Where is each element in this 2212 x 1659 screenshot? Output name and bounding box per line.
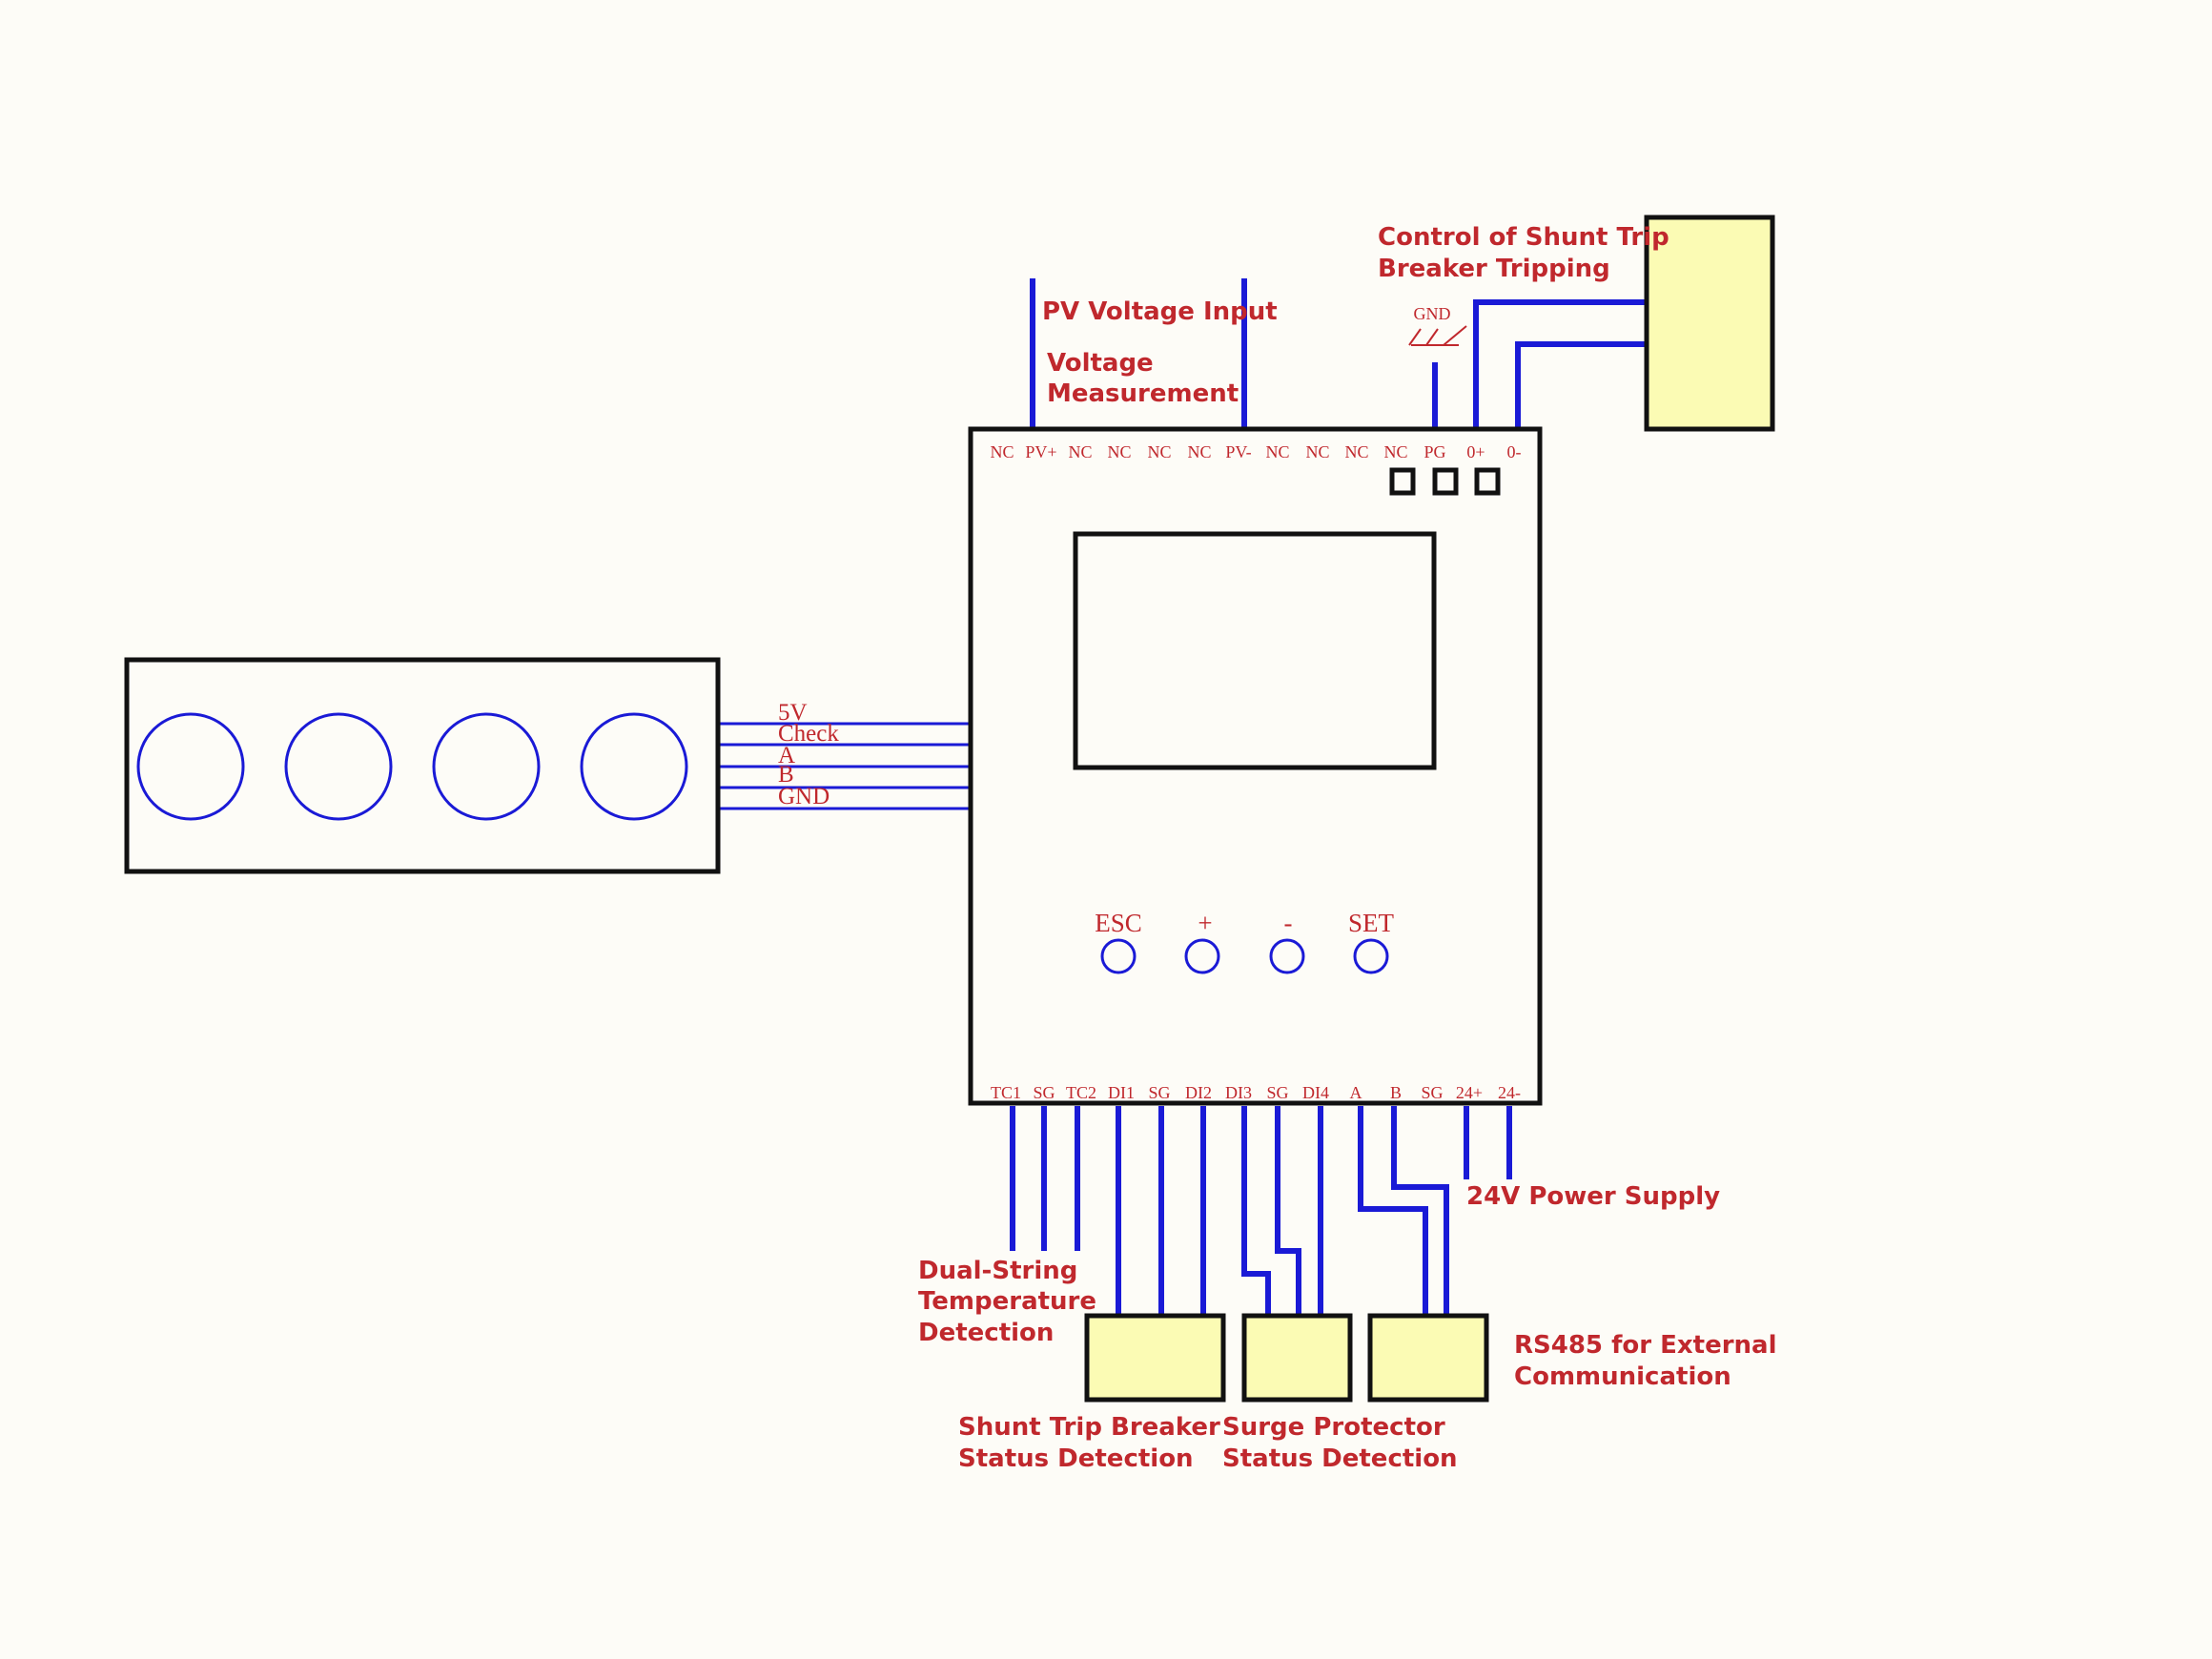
shunt-trip-status-label: Status Detection <box>958 1444 1194 1473</box>
top-terminal-label: NC <box>1344 442 1368 461</box>
dual-string-temperature-label: Detection <box>918 1319 1054 1347</box>
bottom-terminal-label: 24+ <box>1456 1083 1483 1102</box>
bottom-terminal-label: SG <box>1421 1083 1443 1102</box>
minus-button-label: - <box>1284 909 1293 937</box>
gnd-label: GND <box>1414 304 1451 323</box>
voltage-measurement-label: Voltage <box>1047 349 1154 378</box>
display-digit-3 <box>432 712 541 821</box>
plus-button-label: + <box>1198 909 1212 937</box>
top-terminal-label: NC <box>1107 442 1131 461</box>
dual-string-temperature-label: Dual-String <box>918 1257 1077 1285</box>
rs485-label: RS485 for External <box>1514 1331 1777 1360</box>
voltage-measurement-label: Measurement <box>1047 379 1239 408</box>
esc-button <box>1100 938 1137 974</box>
bottom-terminal-label: SG <box>1033 1083 1055 1102</box>
set-button <box>1353 938 1389 974</box>
pin-label-5v: 5V <box>778 700 808 726</box>
bottom-terminal-label: A <box>1350 1083 1362 1102</box>
bottom-terminal-label: TC1 <box>991 1083 1021 1102</box>
bottom-terminal-label: SG <box>1148 1083 1170 1102</box>
bottom-terminal-label: DI4 <box>1302 1083 1329 1102</box>
bottom-terminal-labels: TC1 SG TC2 DI1 SG DI2 DI3 SG DI4 A B SG … <box>991 1083 1521 1102</box>
pin-label-check: Check <box>778 721 839 747</box>
ground-icon <box>1408 325 1467 346</box>
top-terminal-labels: NC PV+ NC NC NC NC PV- NC NC NC NC PG 0+… <box>990 442 1521 461</box>
indicator-led-2 <box>1432 467 1459 496</box>
top-terminal-label: PV- <box>1225 442 1251 461</box>
minus-button <box>1269 938 1305 974</box>
top-terminal-label: 0- <box>1507 442 1522 461</box>
bottom-terminal-label: B <box>1390 1083 1402 1102</box>
surge-protector-status-label: Status Detection <box>1222 1444 1458 1473</box>
pin-label-a: A <box>778 743 795 768</box>
surge-protector-status-label: Surge Protector <box>1222 1413 1445 1442</box>
display-screen <box>1073 531 1437 770</box>
rs485-device <box>1367 1313 1489 1403</box>
pin-label-gnd: GND <box>778 784 830 809</box>
display-digit-2 <box>284 712 393 821</box>
bottom-terminal-label: DI2 <box>1185 1083 1212 1102</box>
bottom-terminal-label: DI3 <box>1225 1083 1252 1102</box>
rs485-b-wire <box>1391 1106 1449 1316</box>
top-terminal-label: NC <box>1265 442 1289 461</box>
zero-plus-wire <box>1473 299 1647 429</box>
indicator-led-3 <box>1474 467 1501 496</box>
top-terminal-label: NC <box>1147 442 1171 461</box>
shunt-trip-status-device <box>1084 1313 1226 1403</box>
set-button-label: SET <box>1348 909 1395 937</box>
top-terminal-label: PG <box>1423 442 1445 461</box>
di3-sg-wire <box>1275 1106 1301 1316</box>
top-terminal-label: NC <box>1187 442 1211 461</box>
plus-button <box>1184 938 1220 974</box>
di3-wire <box>1241 1106 1271 1316</box>
display-digit-4 <box>580 712 688 821</box>
shunt-trip-device <box>1644 215 1775 432</box>
top-terminal-label: NC <box>1383 442 1407 461</box>
rs485-label: Communication <box>1514 1362 1731 1391</box>
bottom-terminal-label: TC2 <box>1066 1083 1096 1102</box>
surge-protector-device <box>1241 1313 1353 1403</box>
rs485-a-wire <box>1358 1106 1428 1316</box>
indicator-led-1 <box>1389 467 1416 496</box>
power-supply-label: 24V Power Supply <box>1466 1182 1720 1211</box>
zero-minus-wire <box>1515 341 1647 429</box>
shunt-trip-status-label: Shunt Trip Breaker <box>958 1413 1220 1442</box>
shunt-trip-control-label: Control of Shunt Trip <box>1378 223 1669 252</box>
top-terminal-label: PV+ <box>1025 442 1056 461</box>
shunt-trip-control-label: Breaker Tripping <box>1378 255 1610 283</box>
display-digit-1 <box>136 712 245 821</box>
bottom-terminal-label: SG <box>1266 1083 1288 1102</box>
display-module-box <box>124 657 721 874</box>
connector-wires <box>718 722 971 810</box>
bottom-terminal-label: 24- <box>1498 1083 1521 1102</box>
top-terminal-label: 0+ <box>1466 442 1485 461</box>
top-terminal-label: NC <box>1305 442 1329 461</box>
pin-label-b: B <box>778 762 794 788</box>
bottom-terminal-label: DI1 <box>1108 1083 1135 1102</box>
pv-voltage-input-label: PV Voltage Input <box>1042 297 1278 326</box>
esc-button-label: ESC <box>1095 909 1142 937</box>
top-terminal-label: NC <box>990 442 1014 461</box>
top-terminal-label: NC <box>1068 442 1092 461</box>
dual-string-temperature-label: Temperature <box>918 1287 1096 1316</box>
